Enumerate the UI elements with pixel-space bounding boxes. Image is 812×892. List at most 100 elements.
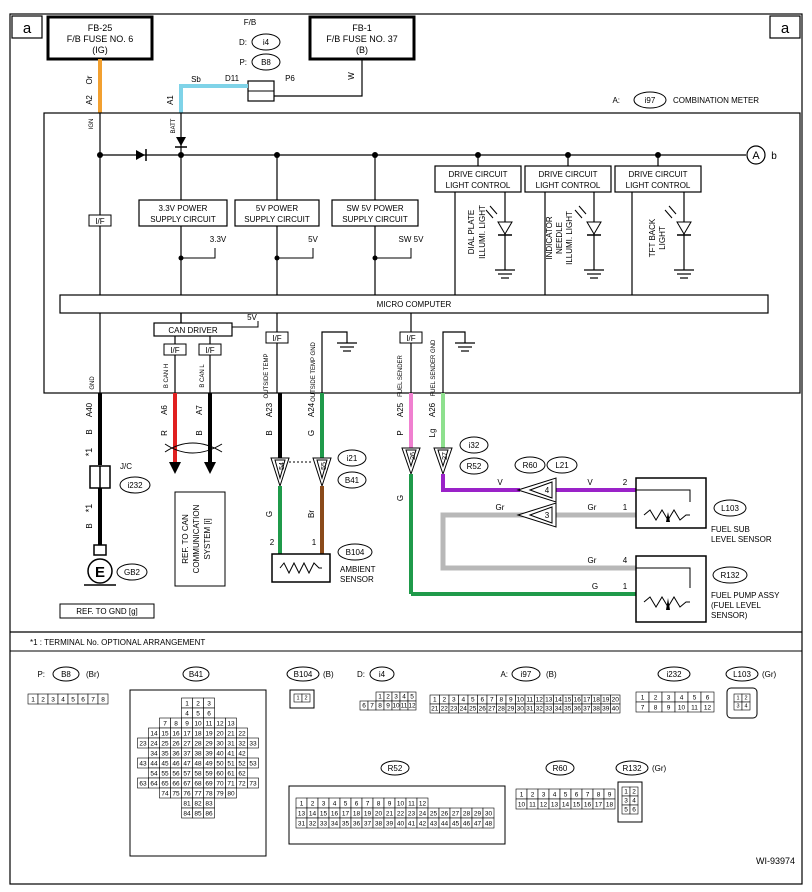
pin-outside-temp: OUTSIDE TEMP: [264, 354, 270, 399]
wire-a1-label: A1: [166, 95, 175, 105]
pssw5-node: [372, 255, 378, 261]
conn-b41-pin: 5: [196, 711, 200, 718]
conn-b41-pin: 56: [172, 771, 180, 778]
conn-b41-pin: 47: [183, 761, 191, 768]
conn-i232-oval: [657, 666, 691, 682]
conn-i97-pin: 13: [545, 697, 553, 704]
conn-i97-pin: 27: [488, 706, 496, 713]
i32-conn1: i32: [469, 441, 480, 450]
fuel-pump-label1: FUEL PUMP ASSY: [711, 591, 780, 600]
conn-r60-pin: 17: [595, 802, 603, 809]
combination-meter-frame: [43, 112, 801, 394]
ps5-box: [234, 199, 320, 227]
dc2-lamp-l2: NEEDLE: [555, 222, 564, 254]
earth-label: E: [95, 564, 105, 581]
conn-r52-name: R52: [388, 764, 403, 773]
conn-r52-pin: 29: [474, 811, 482, 818]
conn-r52-pin: 34: [331, 821, 339, 828]
pin-gnd: GND: [90, 376, 96, 390]
conn-i97-pin: 39: [602, 706, 610, 713]
conn-b41-pin: 43: [139, 761, 147, 768]
conn-i97-pin: 29: [507, 706, 515, 713]
fuse-fb25-box: [46, 15, 154, 61]
conn-b41-pin: 55: [161, 771, 169, 778]
conn-b41-pin-cell: [247, 757, 259, 769]
r60-pin3: 3: [545, 511, 550, 520]
i32-conn2: R52: [467, 462, 482, 471]
conn-r60-pin: 1: [520, 792, 524, 799]
terminal-a: A: [752, 150, 760, 162]
conn-i97-pin: 30: [517, 706, 525, 713]
conn-b41-pin: 46: [172, 761, 180, 768]
conn-b41-pin: 68: [194, 781, 202, 788]
wire-a23-label: A23: [265, 402, 274, 417]
i32-pin27-arrow-inner: [437, 449, 449, 468]
wire-gr-label-3: Gr: [588, 556, 597, 565]
conn-i4-pin: 10: [392, 703, 400, 710]
conn-r52-pin: 22: [397, 811, 405, 818]
conn-b8-pin: 6: [81, 697, 85, 704]
conn-b41-pin: 19: [205, 731, 213, 738]
conn-b41-pin: 76: [183, 791, 191, 798]
corner-label-left-box: [11, 15, 43, 39]
conn-r52-pin: 33: [320, 821, 328, 828]
ambient-pin2: 2: [270, 538, 275, 547]
conn-b41-pin-cell: [225, 787, 237, 799]
conn-b41-pin: 41: [227, 751, 235, 758]
conn-i4-oval: [369, 666, 395, 682]
conn-b41-pin: 69: [205, 781, 213, 788]
conn-b41-pin: 30: [216, 741, 224, 748]
conn-r60-pin: 12: [540, 802, 548, 809]
wire-gr-label-1: Gr: [496, 503, 505, 512]
conn-i232-pin: 12: [704, 705, 712, 712]
conn-r52-pin: 43: [430, 821, 438, 828]
conn-r60-pin: 15: [573, 802, 581, 809]
drive-circuit-1: DRIVE CIRCUIT LIGHT CONTROL DIAL PLATE I…: [434, 155, 522, 295]
dc1-led-ray1: [485, 209, 494, 219]
conn-b41-pin: 36: [172, 751, 180, 758]
conn-r52-pin: 7: [366, 801, 370, 808]
wire-a26-color: Lg: [428, 429, 437, 438]
r60-pin3-arrow: [516, 502, 557, 528]
conn-l103-pin: 4: [744, 704, 747, 710]
i21-pin54-arrow-inner: [274, 459, 286, 480]
conn-r60-name: R60: [553, 764, 568, 773]
conn-i97-pin: 4: [461, 697, 465, 704]
conn-b41-pin: 71: [227, 781, 235, 788]
conn-b41-pin: 57: [183, 771, 191, 778]
conn-b41-pin: 74: [161, 791, 169, 798]
conn-b41-pin: 32: [238, 741, 246, 748]
can-ref-l1: REF. TO CAN: [181, 514, 190, 564]
conn-r52-pin: 39: [386, 821, 394, 828]
i21-conn1: i21: [347, 454, 358, 463]
fuel-sub-pin2: 2: [623, 478, 628, 487]
conn-l103-pin: 2: [744, 696, 747, 702]
r60-conn1: R60: [523, 461, 538, 470]
conn-b41-pin: 45: [161, 761, 169, 768]
conn-i4-pin: 2: [386, 694, 390, 701]
conn-i97-pin: 11: [526, 697, 533, 704]
pssw5-out-label: SW 5V: [399, 235, 425, 244]
conn-r132-pin: 3: [624, 798, 628, 805]
conn-r132-suffix: (Gr): [652, 764, 667, 773]
conn-r52-pin: 4: [333, 801, 337, 808]
conn-b41-pin: 25: [161, 741, 169, 748]
pin-bcanl: B CAN L: [200, 364, 206, 388]
conn-b41-pin: 21: [227, 731, 235, 738]
conn-i4-pin: 6: [362, 703, 366, 710]
dc2-lamp-l1: INDICATOR: [545, 216, 554, 259]
conn-i97-pin: 40: [612, 706, 620, 713]
conn-b104-pin-cell: [301, 693, 311, 703]
conn-b41-pin: 49: [205, 761, 213, 768]
fuel-pump-label2: (FUEL LEVEL: [711, 601, 761, 610]
conn-b41-pin: 20: [216, 731, 224, 738]
wire-a25-label: A25: [396, 402, 405, 417]
wire-v-label-1: V: [497, 478, 503, 487]
dc2-lamp-l3: ILLUMI. LIGHT: [565, 211, 574, 265]
fuel-sub-label1: FUEL SUB: [711, 525, 750, 534]
conn-r60-pin: 16: [584, 802, 592, 809]
fb-p-pin: P6: [285, 74, 295, 83]
i32-pin27: 27: [442, 452, 449, 460]
conn-i97-pin: 12: [536, 697, 544, 704]
